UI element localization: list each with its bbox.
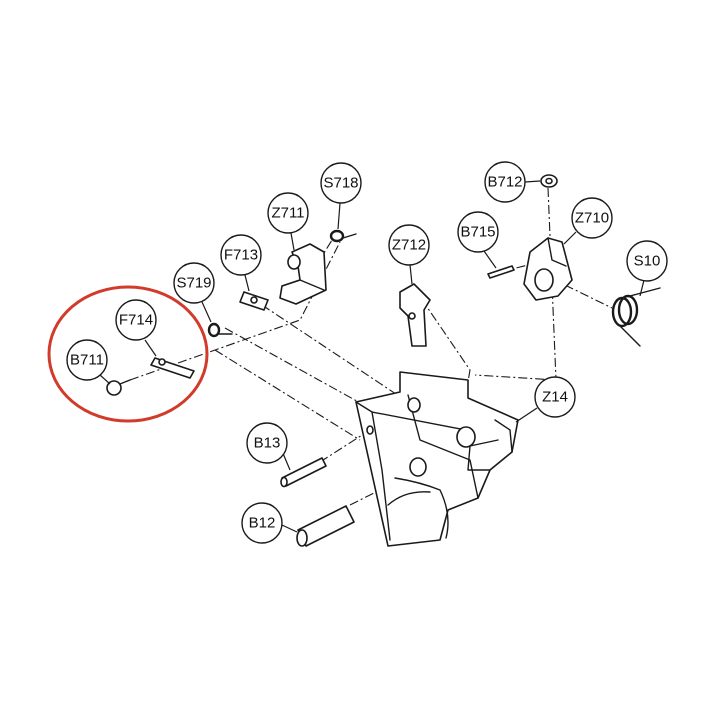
label-b12: B12 [249, 515, 276, 532]
label-b711: B711 [70, 352, 104, 369]
part-s719-spring [207, 322, 233, 338]
callout-b12: B12 [241, 502, 298, 544]
part-s10-spring [611, 287, 661, 347]
label-z711: Z711 [271, 205, 304, 222]
label-s10: S10 [634, 253, 661, 270]
label-s718: S718 [323, 175, 358, 192]
part-z710-hammer [523, 237, 573, 301]
label-f714: F714 [119, 312, 153, 329]
part-b13-pin [280, 457, 327, 488]
callout-z712: Z712 [388, 224, 430, 285]
label-z14: Z14 [542, 389, 568, 406]
callout-b711: B711 [66, 339, 111, 385]
highlight-ellipse [47, 285, 209, 423]
part-s718-spring [329, 229, 357, 243]
part-f713-block [239, 291, 269, 311]
callout-z710: Z710 [563, 197, 613, 245]
callout-z711: Z711 [267, 192, 309, 251]
callout-b712: B712 [484, 161, 541, 203]
callout-s718: S718 [320, 162, 362, 230]
callout-s10: S10 [626, 240, 668, 297]
callout-f714: F714 [115, 299, 157, 357]
part-b711-pin [106, 379, 131, 396]
label-z712: Z712 [392, 237, 426, 254]
label-s719: S719 [176, 275, 211, 292]
callout-z14: Z14 [515, 376, 576, 423]
part-b712-bushing [540, 174, 558, 188]
label-z710: Z710 [575, 210, 609, 227]
label-b13: B13 [254, 435, 281, 452]
label-f713: F713 [224, 247, 258, 264]
callout-s719: S719 [173, 262, 215, 323]
callout-b715: B715 [457, 211, 499, 269]
label-b712: B712 [487, 174, 522, 191]
part-b715-pin [487, 265, 515, 279]
part-f714-plate [150, 357, 195, 379]
callout-b13: B13 [246, 422, 291, 471]
label-b715: B715 [460, 224, 495, 241]
part-z711 [279, 243, 327, 305]
part-z14-frame [355, 371, 519, 547]
part-b12-tube [296, 505, 355, 547]
callout-f713: F713 [220, 234, 262, 292]
part-z712 [399, 283, 431, 347]
